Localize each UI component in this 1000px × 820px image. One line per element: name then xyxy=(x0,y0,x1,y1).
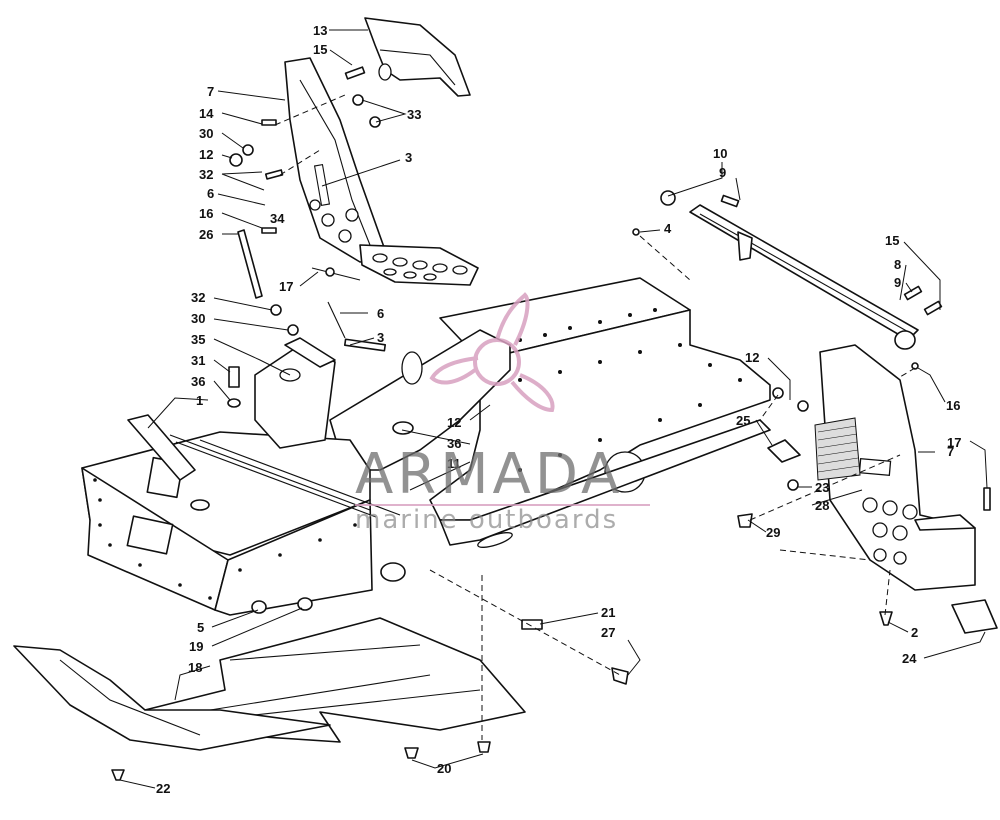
callout-21: 21 xyxy=(601,605,615,620)
callout-7-right: 7 xyxy=(947,444,954,459)
callout-32-lower: 32 xyxy=(191,290,205,305)
watermark-tagline: marine outboards xyxy=(355,505,618,535)
callout-30: 30 xyxy=(199,126,213,141)
callout-24: 24 xyxy=(902,651,917,666)
callout-32: 32 xyxy=(199,167,213,182)
callout-7: 7 xyxy=(207,84,214,99)
callout-9-right: 9 xyxy=(894,275,901,290)
callout-13: 13 xyxy=(313,23,327,38)
callout-34: 34 xyxy=(270,211,285,226)
armada-watermark: ARMADA marine outboards xyxy=(355,292,650,535)
callout-31: 31 xyxy=(191,353,205,368)
callout-2: 2 xyxy=(911,625,918,640)
callout-3-lower: 3 xyxy=(377,330,384,345)
callout-20: 20 xyxy=(437,761,451,776)
callout-18: 18 xyxy=(188,660,202,675)
callout-16-right: 16 xyxy=(946,398,960,413)
chassis-frame-assembly xyxy=(81,277,771,616)
callout-30-lower: 30 xyxy=(191,311,205,326)
callout-22: 22 xyxy=(156,781,170,796)
callout-35: 35 xyxy=(191,332,205,347)
skid-plate-part xyxy=(144,617,526,743)
callout-17-right: 17 xyxy=(947,435,961,450)
callout-17: 17 xyxy=(279,279,293,294)
callout-9: 9 xyxy=(719,165,726,180)
callout-10: 10 xyxy=(713,146,727,161)
callout-29: 29 xyxy=(766,525,780,540)
watermark-brand: ARMADA xyxy=(355,442,623,507)
callout-15-right: 15 xyxy=(885,233,899,248)
callout-6: 6 xyxy=(207,186,214,201)
callout-12-mid: 12 xyxy=(447,415,461,430)
callout-5: 5 xyxy=(197,620,204,635)
callout-3: 3 xyxy=(405,150,412,165)
callout-27: 27 xyxy=(601,625,615,640)
callout-11: 11 xyxy=(447,456,461,471)
steering-post-assembly xyxy=(632,190,943,421)
callout-19: 19 xyxy=(189,639,203,654)
callout-15: 15 xyxy=(313,42,327,57)
callout-33: 33 xyxy=(407,107,421,122)
callout-25: 25 xyxy=(736,413,750,428)
callout-1: 1 xyxy=(196,393,203,408)
callout-14: 14 xyxy=(199,106,214,121)
callout-36: 36 xyxy=(191,374,205,389)
callout-12-right: 12 xyxy=(745,350,759,365)
mesh-screen-part xyxy=(814,417,861,481)
propeller-logo-icon xyxy=(429,292,555,413)
belly-pan-assembly xyxy=(13,569,629,781)
callouts-layer: 13 15 7 14 33 30 12 32 3 6 34 16 26 17 3… xyxy=(119,23,988,796)
front-plate-assembly xyxy=(737,344,998,634)
callout-4: 4 xyxy=(664,221,672,236)
nose-pan-part xyxy=(13,645,331,751)
callout-26: 26 xyxy=(199,227,213,242)
callout-16: 16 xyxy=(199,206,213,221)
callout-6-lower: 6 xyxy=(377,306,384,321)
callout-36-mid: 36 xyxy=(447,436,461,451)
callout-28: 28 xyxy=(815,498,829,513)
steering-support-assembly xyxy=(229,17,479,299)
callout-12: 12 xyxy=(199,147,213,162)
tunnel-side-plate-part xyxy=(429,309,771,521)
steering-plate-part xyxy=(284,57,396,263)
callout-8: 8 xyxy=(894,257,901,272)
console-cover-part xyxy=(364,17,471,97)
callout-23: 23 xyxy=(815,480,829,495)
